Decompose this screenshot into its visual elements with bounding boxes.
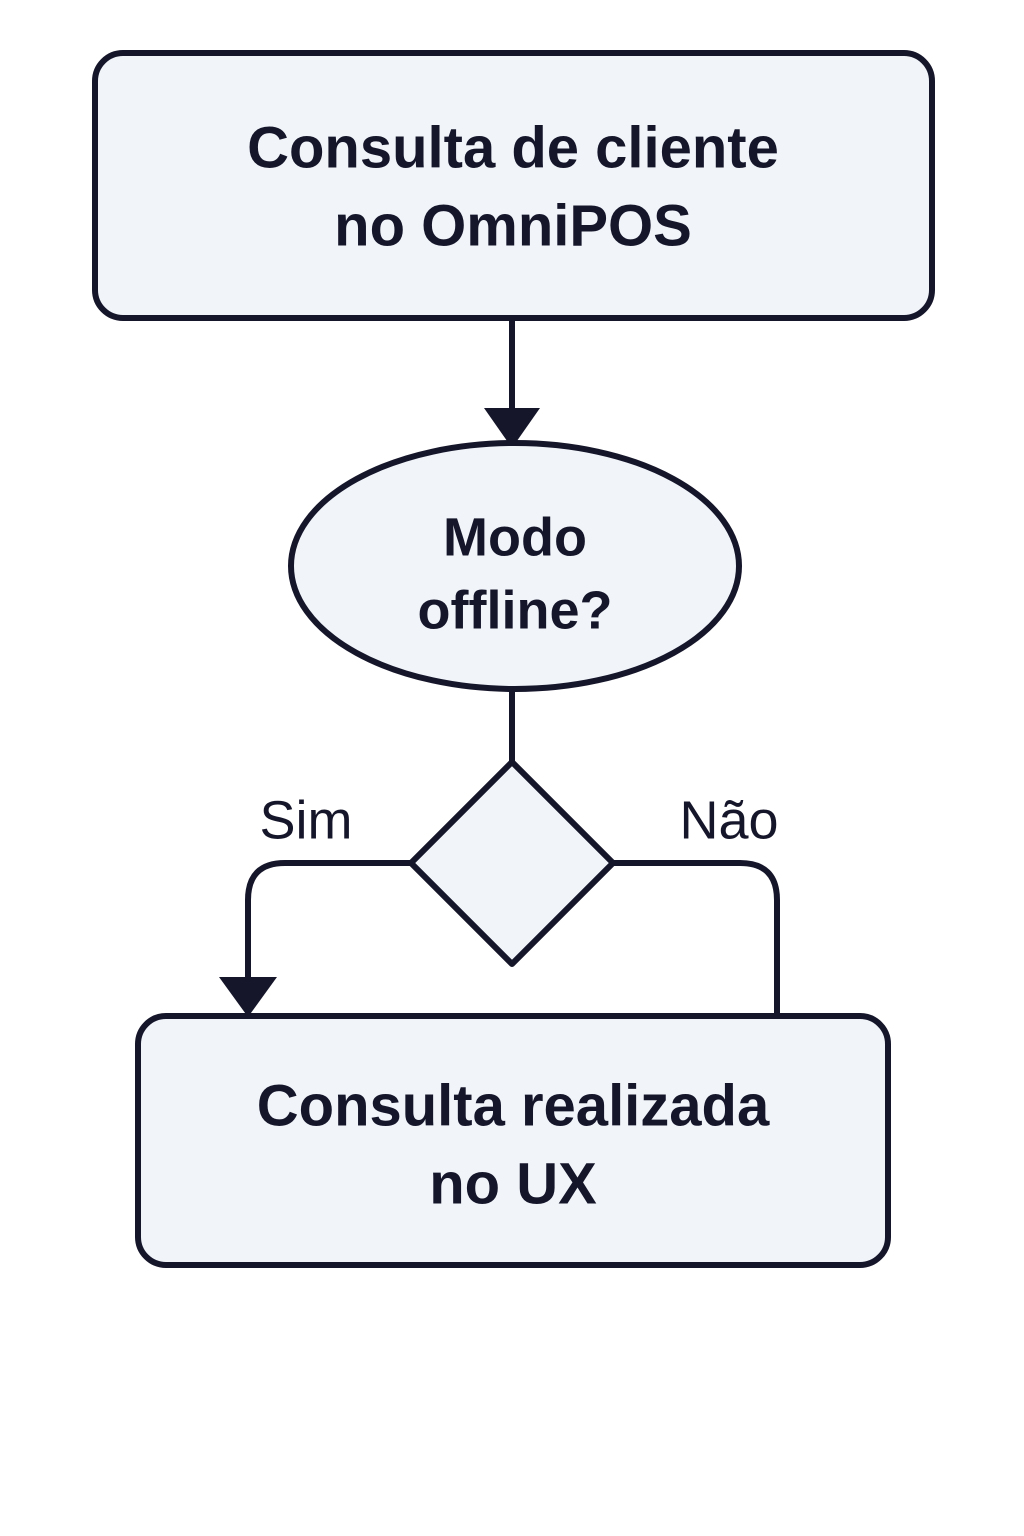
node-decision-ellipse-label-line1: Modo (443, 507, 587, 567)
node-start[interactable]: Consulta de cliente no OmniPOS (92, 50, 935, 321)
edge-diamond-yes-to-end (219, 860, 411, 1017)
node-decision-ellipse-label-line2: offline? (418, 580, 613, 640)
node-end-shape[interactable] (135, 1013, 891, 1268)
arrowhead-icon (219, 977, 277, 1017)
node-start-shape[interactable] (92, 50, 935, 321)
arrowhead-icon (484, 408, 540, 448)
node-end-label-line1: Consulta realizada (257, 1073, 770, 1138)
node-start-label-line1: Consulta de cliente (247, 115, 779, 180)
edge-label-nao: Não (679, 790, 778, 850)
edge-start-to-ellipse (484, 318, 540, 448)
edge-line (245, 860, 411, 996)
node-end[interactable]: Consulta realizada no UX (135, 1013, 891, 1268)
node-decision-ellipse[interactable]: Modo offline? (288, 440, 742, 692)
node-end-label-line2: no UX (429, 1151, 597, 1216)
node-decision-diamond[interactable] (408, 759, 616, 967)
edge-line (613, 860, 780, 1016)
node-decision-ellipse-shape[interactable] (288, 440, 742, 692)
node-decision-diamond-shape[interactable] (408, 759, 616, 967)
edge-diamond-no-to-end (613, 860, 780, 1016)
node-start-label-line2: no OmniPOS (334, 193, 692, 258)
edge-label-sim: Sim (260, 790, 353, 850)
